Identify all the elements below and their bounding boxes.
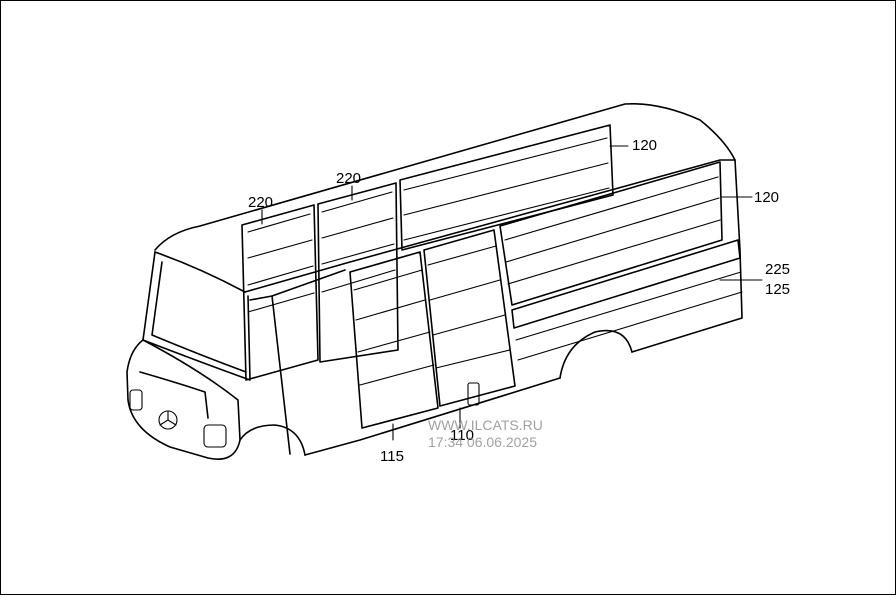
callout-120-top: 120	[632, 137, 657, 154]
callout-220-left: 220	[248, 194, 273, 211]
watermark-site: WWW.ILCATS.RU	[428, 417, 543, 433]
lower-side-panels	[349, 229, 743, 429]
callout-leaders	[261, 145, 763, 441]
watermark: WWW.ILCATS.RU 17:34 06.06.2025	[428, 417, 543, 450]
van-body-outline	[126, 103, 743, 460]
callout-125: 125	[765, 281, 790, 298]
callout-220-mid: 220	[336, 170, 361, 187]
watermark-stamp: 17:34 06.06.2025	[428, 434, 537, 450]
callout-110: 110	[450, 427, 474, 444]
callout-120-side: 120	[754, 189, 779, 206]
callout-115: 115	[380, 448, 404, 465]
callout-225: 225	[765, 261, 790, 278]
upper-side-panels	[241, 124, 723, 381]
callout-labels: 120 120 220 220 225 125 115 110	[248, 137, 790, 465]
